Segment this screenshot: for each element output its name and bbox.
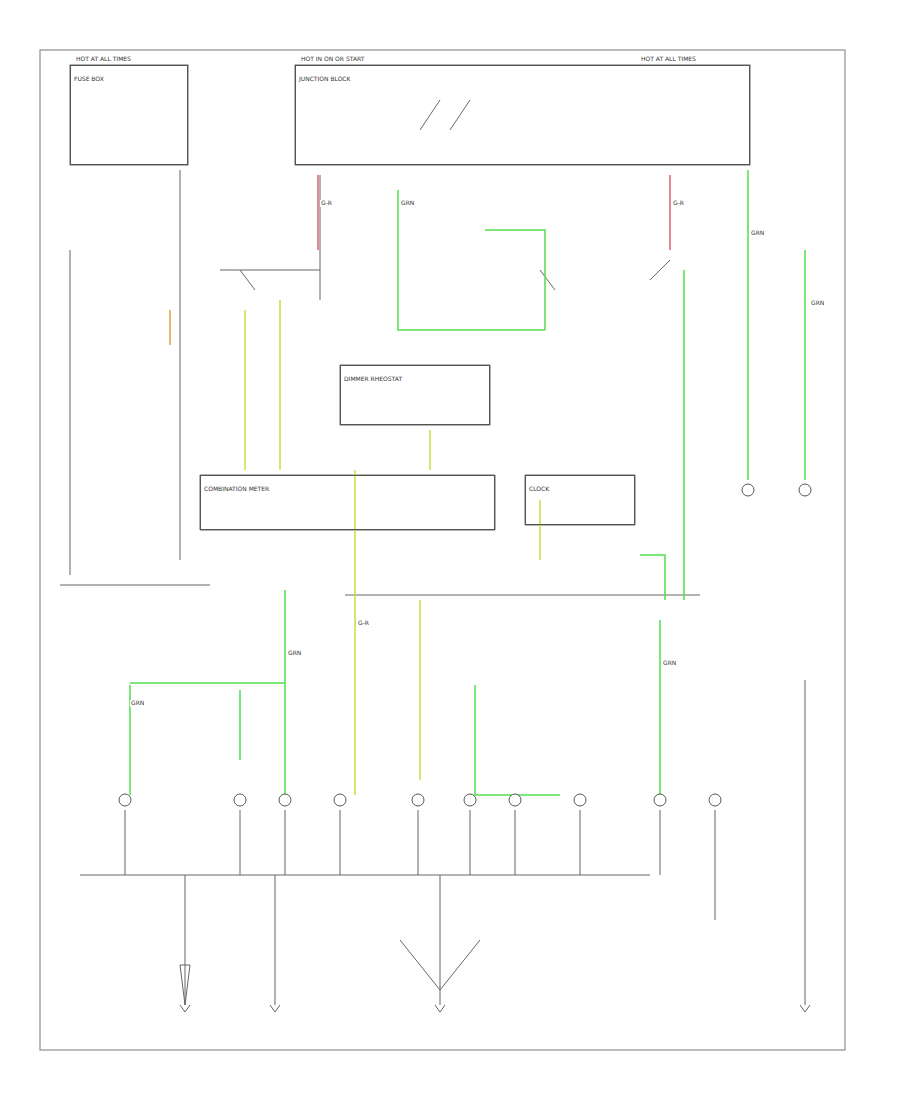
wire-label: HOT AT ALL TIMES [640, 56, 697, 63]
wire-label: GRN [810, 300, 825, 307]
component-box: JUNCTION BLOCK [295, 65, 750, 165]
component-name: DIMMER RHEOSTAT [341, 373, 405, 384]
component-box: CLOCK [525, 475, 635, 525]
wire-label: GRN [400, 200, 415, 207]
component-name: COMBINATION METER [201, 483, 272, 494]
component-box: COMBINATION METER [200, 475, 495, 530]
wire-label: G-R [320, 200, 333, 207]
component-name: CLOCK [526, 483, 552, 494]
wire-label: GRN [750, 230, 765, 237]
component-box: FUSE BOX [70, 65, 188, 165]
wire-label: HOT AT ALL TIMES [75, 56, 132, 63]
component-box: DIMMER RHEOSTAT [340, 365, 490, 425]
wire-label: GRN [130, 700, 145, 707]
wire-label: G-R [672, 200, 685, 207]
component-name: FUSE BOX [71, 73, 107, 84]
component-name: JUNCTION BLOCK [296, 73, 353, 84]
wire-label: GRN [287, 650, 302, 657]
wire-label: GRN [662, 660, 677, 667]
wire-label: G-R [357, 620, 370, 627]
wire-label: HOT IN ON OR START [300, 56, 365, 63]
